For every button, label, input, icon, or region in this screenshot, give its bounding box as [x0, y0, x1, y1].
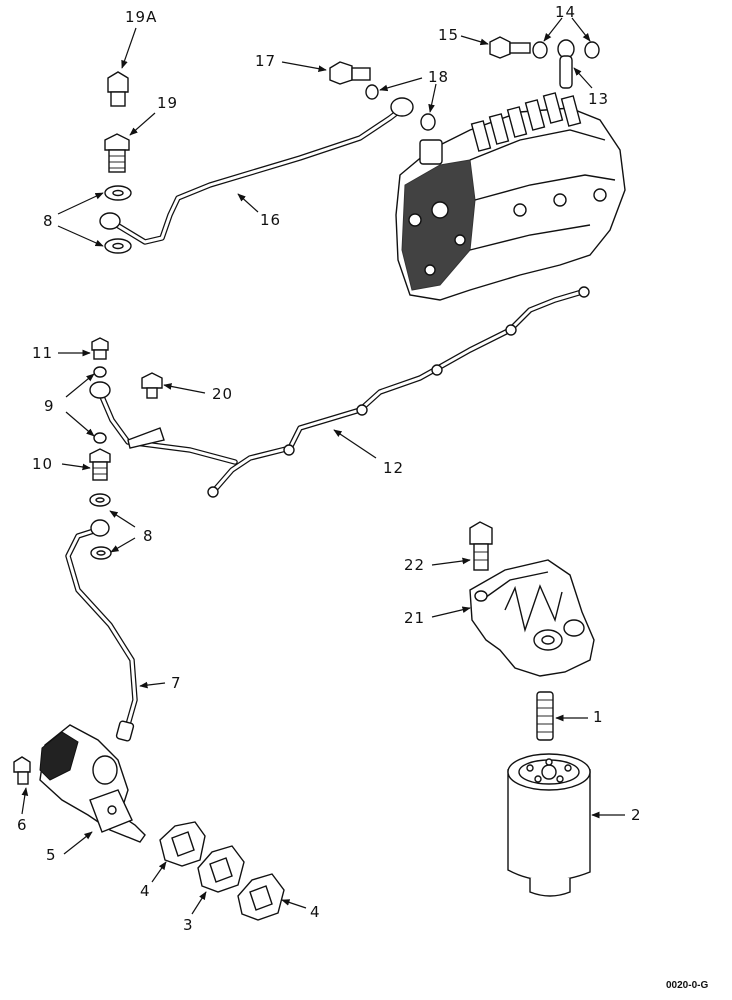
banjo-bolt-19 — [104, 133, 130, 173]
callout-8-top: 8 — [43, 212, 54, 230]
washer-9-upper — [93, 366, 107, 378]
callout-21: 21 — [404, 609, 425, 627]
callout-15: 15 — [438, 26, 459, 44]
callout-labels: 19A 19 8 17 18 15 14 13 16 11 9 10 20 12… — [17, 3, 642, 934]
pump-outlets — [470, 92, 582, 152]
callout-9: 9 — [44, 397, 55, 415]
washer-14-left — [532, 41, 548, 59]
callout-1: 1 — [593, 708, 604, 726]
callout-19a: 19A — [125, 8, 157, 26]
bolt-19a — [107, 71, 129, 107]
callout-4-right: 4 — [310, 903, 321, 921]
bolt-11 — [91, 337, 109, 360]
gasket-4-right — [237, 873, 285, 921]
leader-lines — [21, 17, 625, 915]
fitting-13 — [557, 39, 575, 89]
nipple-1 — [536, 691, 554, 741]
callout-2: 2 — [631, 806, 642, 824]
gasket-4-left — [159, 821, 206, 867]
bolt-15 — [489, 36, 531, 59]
callout-10: 10 — [32, 455, 53, 473]
callout-18: 18 — [428, 68, 449, 86]
banjo-bolt-17 — [329, 61, 371, 85]
leak-off-line-12 — [89, 286, 590, 498]
callout-14: 14 — [555, 3, 576, 21]
callout-13: 13 — [588, 90, 609, 108]
callout-17: 17 — [255, 52, 276, 70]
callout-7: 7 — [171, 674, 182, 692]
callout-22: 22 — [404, 556, 425, 574]
callout-5: 5 — [46, 846, 57, 864]
washer-18b — [420, 113, 436, 131]
callout-4-left: 4 — [140, 882, 151, 900]
bolt-22 — [469, 521, 493, 571]
callout-20: 20 — [212, 385, 233, 403]
callout-11: 11 — [32, 344, 53, 362]
fuel-pipe-16 — [99, 97, 414, 245]
callout-19: 19 — [157, 94, 178, 112]
filter-head-21 — [469, 559, 595, 677]
banjo-bolt-10 — [89, 448, 111, 481]
lift-pump-5 — [39, 724, 146, 843]
washer-18 — [365, 84, 379, 100]
filter-cartridge-2 — [507, 753, 591, 897]
washer-14-right — [584, 41, 600, 59]
gasket-3 — [197, 845, 245, 893]
bolt-20 — [141, 372, 163, 399]
fuel-pipe-7 — [65, 519, 138, 742]
callout-3: 3 — [183, 916, 194, 934]
callout-6: 6 — [17, 816, 28, 834]
callout-12: 12 — [383, 459, 404, 477]
washer-9-lower — [93, 432, 107, 444]
injection-pump — [395, 92, 626, 301]
callout-8-bottom: 8 — [143, 527, 154, 545]
bolt-6 — [13, 756, 31, 785]
figure-reference: 0020-0-G — [666, 980, 708, 991]
callout-16: 16 — [260, 211, 281, 229]
